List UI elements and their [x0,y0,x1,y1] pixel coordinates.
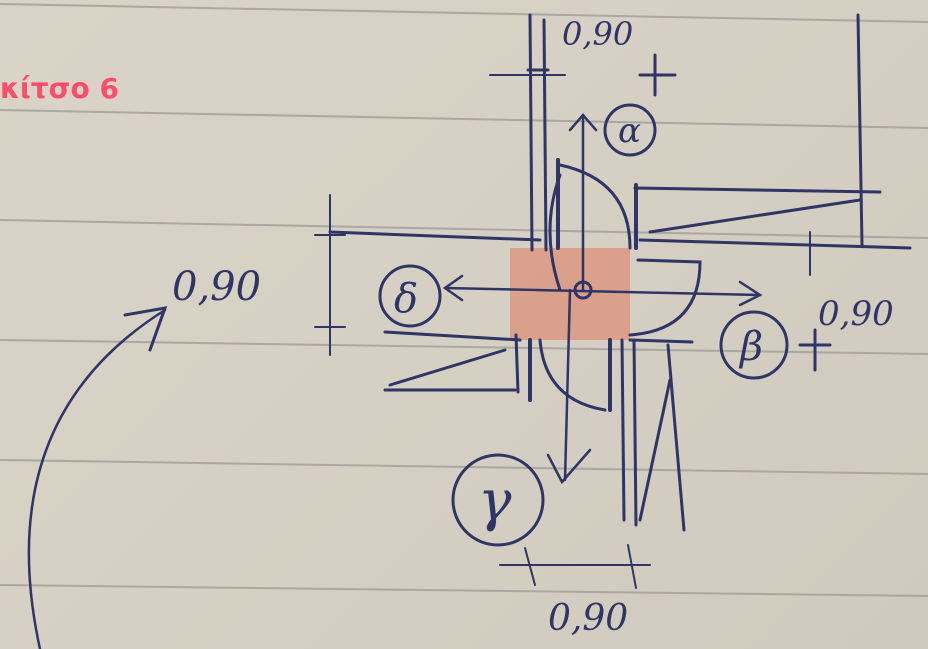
flow-arrows [442,113,763,485]
label-gamma: γ [478,469,512,534]
label-alpha: α [618,111,641,151]
label-circle-delta [378,264,442,328]
right-wall [633,186,912,250]
door-swings [538,163,702,412]
label-delta: δ [394,276,418,322]
dimension-right: 0,90 [818,294,894,334]
ruled-lines [0,3,928,597]
sketch-title: κίτσο 6 [0,72,119,105]
dimension-bottom: 0,90 [548,598,628,639]
left-wall [328,230,542,394]
pointer-arrow [27,308,167,649]
center-pivot [573,280,593,300]
label-circle-alpha [603,103,657,157]
dimension-top: 0,90 [562,15,633,53]
label-circle-beta [719,310,789,380]
dimension-lines [314,74,811,589]
door-posts [528,158,638,412]
lower-wall [620,338,694,532]
label-circle-gamma [451,453,545,547]
dimension-left: 0,90 [172,264,261,310]
label-beta: β [738,324,763,370]
upper-wall [526,13,864,252]
plus-marks [638,53,832,372]
